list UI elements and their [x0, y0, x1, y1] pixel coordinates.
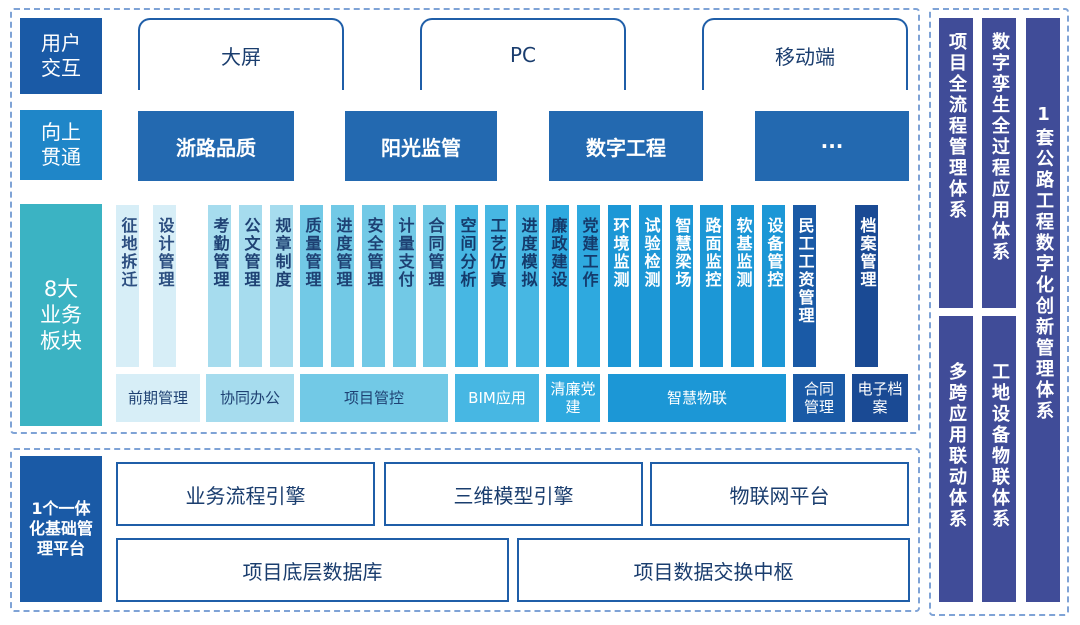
- module-column: 征地拆迁: [116, 205, 139, 367]
- platform-database: 项目底层数据库: [116, 538, 509, 602]
- module-column: 软基监测: [731, 205, 754, 367]
- category-collaboration: 协同办公: [206, 374, 294, 422]
- category-archive: 电子档案: [852, 374, 908, 422]
- module-column: 合同管理: [423, 205, 446, 367]
- module-column: 质量管理: [300, 205, 323, 367]
- module-column: 环境监测: [608, 205, 631, 367]
- tab-big-screen[interactable]: 大屏: [138, 18, 344, 90]
- row-label-through: 向上贯通: [20, 110, 102, 180]
- module-column: 试验检测: [639, 205, 662, 367]
- system-innovation-mgmt: 1套公路工程数字化创新管理体系: [1026, 18, 1060, 602]
- module-column: 民工工资管理: [793, 205, 816, 367]
- through-item-zhelu-quality: 浙路品质: [138, 111, 294, 181]
- module-column: 智慧梁场: [670, 205, 693, 367]
- module-column: 工艺仿真: [485, 205, 508, 367]
- module-column: 进度管理: [331, 205, 354, 367]
- row-label-interaction: 用户交互: [20, 18, 102, 94]
- module-column: 考勤管理: [208, 205, 231, 367]
- module-column: 廉政建设: [546, 205, 569, 367]
- module-column: 进度模拟: [516, 205, 539, 367]
- tab-mobile[interactable]: 移动端: [702, 18, 908, 90]
- category-contract: 合同管理: [793, 374, 845, 422]
- module-column: 路面监控: [700, 205, 723, 367]
- category-smart-iot: 智慧物联: [608, 374, 786, 422]
- module-column: 空间分析: [455, 205, 478, 367]
- category-project-control: 项目管控: [300, 374, 448, 422]
- module-column: 档案管理: [855, 205, 878, 367]
- module-column: 规章制度: [270, 205, 293, 367]
- category-preliminary: 前期管理: [116, 374, 200, 422]
- row-label-platform: 1个一体化基础管理平台: [20, 456, 102, 602]
- category-bim: BIM应用: [455, 374, 539, 422]
- system-full-process: 项目全流程管理体系: [939, 18, 973, 308]
- platform-data-exchange: 项目数据交换中枢: [517, 538, 910, 602]
- system-site-iot: 工地设备物联体系: [982, 316, 1016, 602]
- category-integrity: 清廉党建: [546, 374, 600, 422]
- platform-iot: 物联网平台: [650, 462, 909, 526]
- platform-workflow-engine: 业务流程引擎: [116, 462, 375, 526]
- module-column: 党建工作: [577, 205, 600, 367]
- platform-3d-model-engine: 三维模型引擎: [384, 462, 643, 526]
- module-column: 计量支付: [393, 205, 416, 367]
- right-section-frame: [929, 8, 1069, 616]
- module-column: 设计管理: [153, 205, 176, 367]
- system-digital-twin: 数字孪生全过程应用体系: [982, 18, 1016, 308]
- platform-section-frame: [10, 448, 920, 612]
- through-item-more: ···: [755, 111, 909, 181]
- module-column: 公文管理: [239, 205, 262, 367]
- module-column: 安全管理: [362, 205, 385, 367]
- row-label-modules: 8大业务板块: [20, 204, 102, 426]
- top-section-frame: [10, 8, 920, 434]
- through-item-digital-engineering: 数字工程: [549, 111, 703, 181]
- tab-pc[interactable]: PC: [420, 18, 626, 90]
- system-cross-linkage: 多跨应用联动体系: [939, 316, 973, 602]
- module-column: 设备管控: [762, 205, 785, 367]
- through-item-sunshine-supervision: 阳光监管: [345, 111, 497, 181]
